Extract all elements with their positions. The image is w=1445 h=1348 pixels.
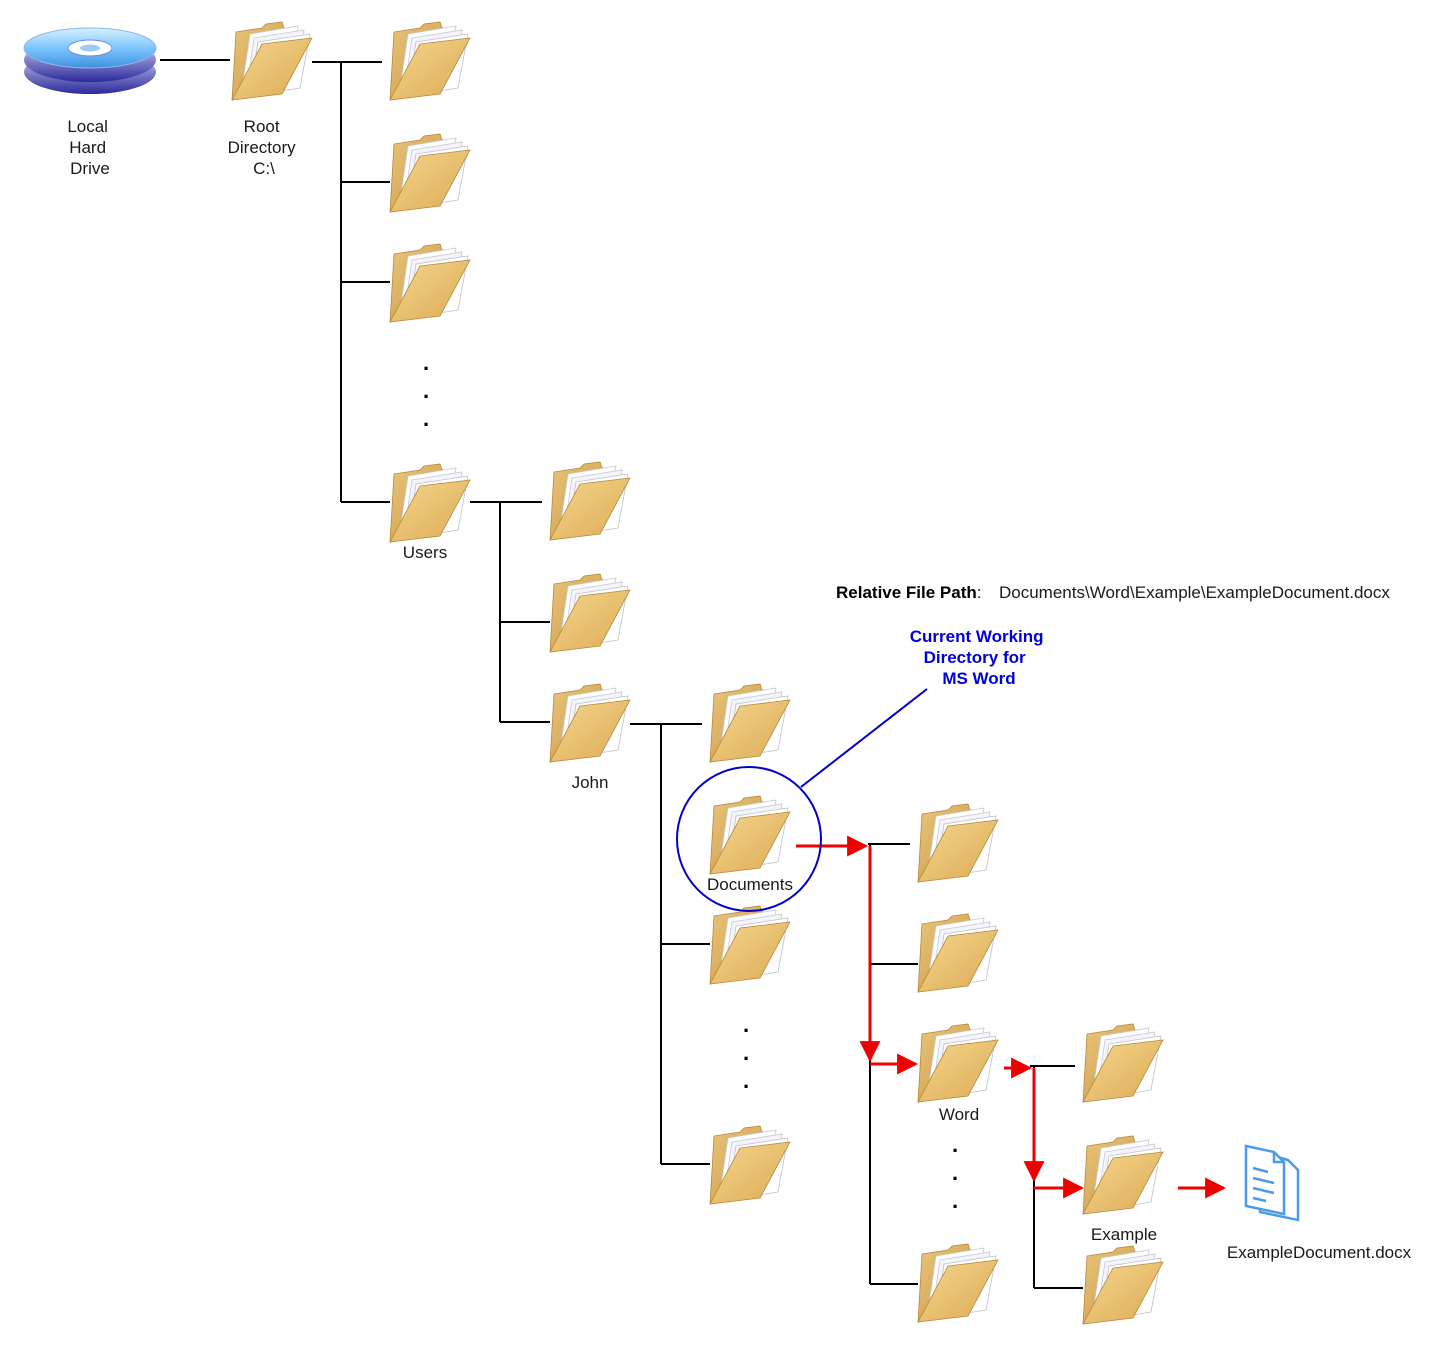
svg-text:.: . xyxy=(952,1132,958,1157)
svg-text:.: . xyxy=(743,1068,749,1093)
document-file-icon[interactable] xyxy=(1244,1144,1300,1222)
folder-icon[interactable] xyxy=(389,243,471,323)
svg-text:.: . xyxy=(423,378,429,403)
documents-folder-label: Documents xyxy=(707,875,793,894)
documents-folder-icon[interactable] xyxy=(709,795,791,875)
folder-icon[interactable] xyxy=(917,803,999,883)
folder-icon[interactable] xyxy=(549,461,631,541)
folder-icon[interactable] xyxy=(709,1125,791,1205)
john-folder-icon[interactable] xyxy=(549,683,631,763)
svg-text:.: . xyxy=(952,1160,958,1185)
users-folder-label: Users xyxy=(403,543,447,562)
folder-icon[interactable] xyxy=(709,905,791,985)
hard-drive-icon xyxy=(23,27,157,94)
document-file-label: ExampleDocument.docx xyxy=(1227,1243,1412,1262)
folder-icon[interactable] xyxy=(1082,1245,1164,1325)
svg-text:.: . xyxy=(952,1188,958,1213)
folder-icon[interactable] xyxy=(389,133,471,213)
users-folder-icon[interactable] xyxy=(389,463,471,543)
root-directory-label: Root Directory C:\ xyxy=(228,117,301,178)
example-folder-label: Example xyxy=(1091,1225,1157,1244)
ellipsis-documents-children: . . . xyxy=(952,1132,958,1213)
folder-icon[interactable] xyxy=(709,683,791,763)
word-folder-label: Word xyxy=(939,1105,979,1124)
relative-path-arrows xyxy=(796,835,1227,1199)
folder-icon[interactable] xyxy=(917,913,999,993)
root-folder-icon[interactable] xyxy=(231,21,313,101)
svg-text:.: . xyxy=(743,1040,749,1065)
relative-path-label: Relative File Path xyxy=(836,583,977,602)
svg-text:.: . xyxy=(743,1012,749,1037)
folder-icon[interactable] xyxy=(1082,1023,1164,1103)
example-folder-icon[interactable] xyxy=(1082,1135,1164,1215)
folder-icon[interactable] xyxy=(389,21,471,101)
relative-path-value: Documents\Word\Example\ExampleDocument.d… xyxy=(999,583,1390,602)
folder-tree xyxy=(231,21,1164,1325)
relative-file-path: Relative File Path: Documents\Word\Exampl… xyxy=(836,583,1390,602)
relative-path-separator: : xyxy=(977,583,982,602)
folder-icon[interactable] xyxy=(549,573,631,653)
ellipsis-john-children: . . . xyxy=(743,1012,749,1093)
john-folder-label: John xyxy=(572,773,609,792)
drive-label: Local Hard Drive xyxy=(67,117,112,178)
callout-text: Current Working Directory for MS Word xyxy=(910,627,1049,688)
folder-icon[interactable] xyxy=(917,1243,999,1323)
svg-text:.: . xyxy=(423,406,429,431)
ellipsis-root-children: . . . xyxy=(423,350,429,431)
working-directory-callout xyxy=(676,688,928,912)
word-folder-icon[interactable] xyxy=(917,1023,999,1103)
svg-text:.: . xyxy=(423,350,429,375)
